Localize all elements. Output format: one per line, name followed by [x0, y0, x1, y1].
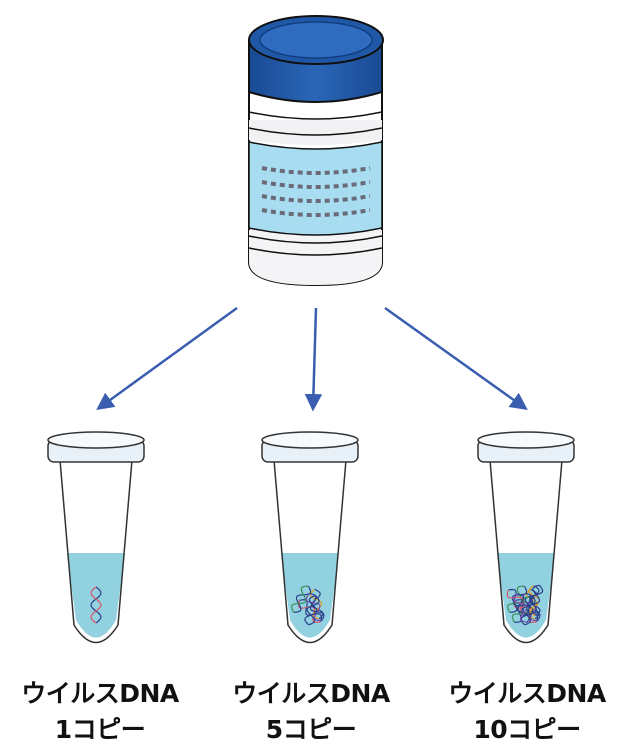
arrow-center: [304, 307, 323, 412]
label-dots: [261, 166, 371, 217]
arrow-left: [96, 306, 238, 411]
tube-body: [273, 459, 347, 644]
tube-body: [59, 459, 133, 644]
reagent-bottle: [248, 15, 384, 287]
dna-strand: [290, 585, 312, 613]
dna-strand: [90, 586, 102, 624]
tube-5: [261, 431, 359, 644]
bottle-label: [248, 141, 383, 236]
dna-strands: [506, 584, 544, 626]
tube-label-1-copy: ウイルスDNA 1コピー: [0, 676, 200, 748]
label-line2: 1コピー: [54, 715, 146, 744]
dna-strands: [90, 586, 102, 624]
label-line2: 5コピー: [265, 715, 357, 744]
label-line2: 10コピー: [473, 715, 581, 744]
tube-lid-top: [477, 431, 575, 449]
dna-strand: [526, 584, 544, 615]
dna-strands: [290, 585, 325, 626]
tube-1: [47, 431, 145, 644]
tube-label-10-copies: ウイルスDNA 10コピー: [427, 676, 624, 748]
tube-body: [489, 459, 563, 644]
arrows: [96, 306, 528, 412]
tube-label-5-copies: ウイルスDNA 5コピー: [211, 676, 411, 748]
tube-10: [477, 431, 575, 644]
label-line1: ウイルスDNA: [21, 679, 179, 708]
tube-lid-top: [261, 431, 359, 449]
label-line1: ウイルスDNA: [232, 679, 390, 708]
label-line1: ウイルスDNA: [448, 679, 606, 708]
dna-strand: [304, 595, 320, 626]
tube-lid-top: [47, 431, 145, 449]
tubes: [47, 431, 575, 644]
arrow-right: [384, 306, 528, 411]
tube-liquid: [67, 553, 125, 638]
